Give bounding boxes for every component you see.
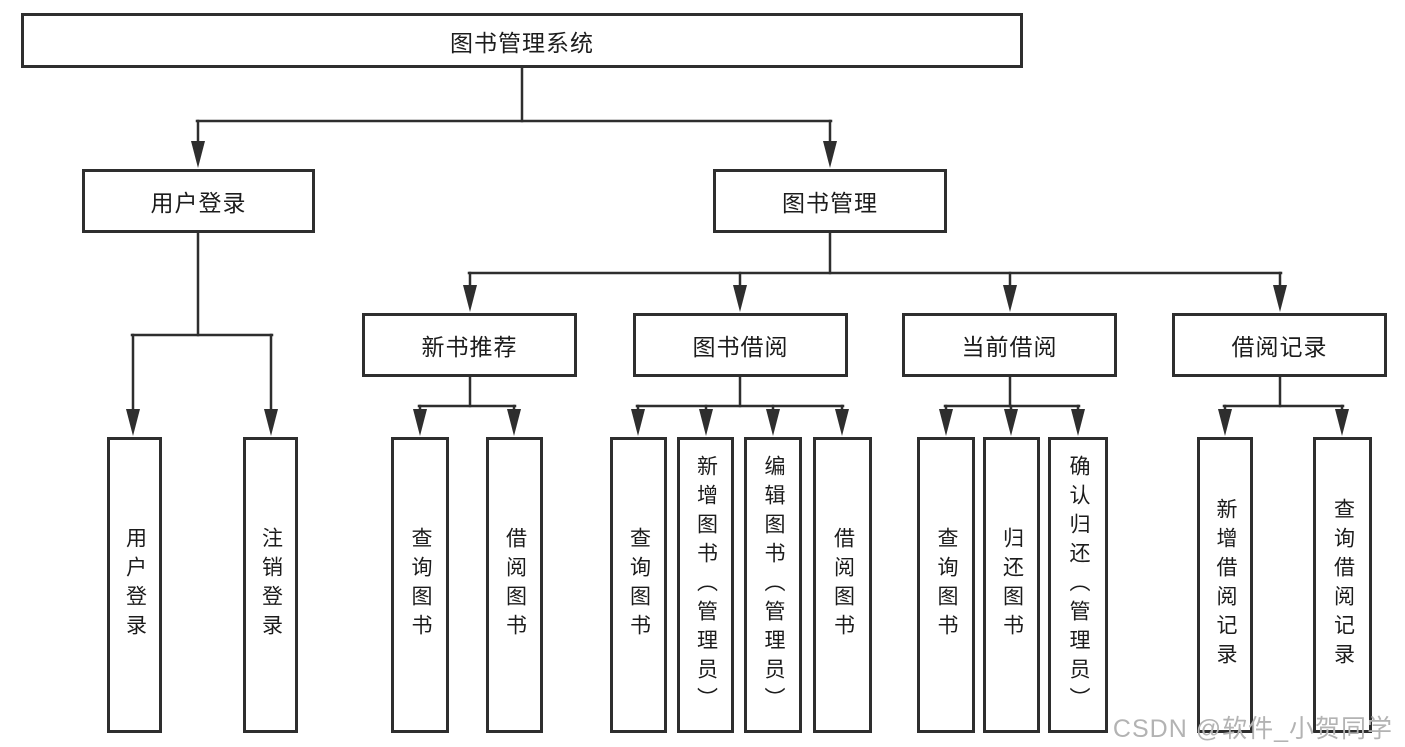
leaf-confirm-return-admin-label: 确认归还（管理员） [1067, 454, 1090, 716]
level3-box-borrow-record: 借阅记录 [1172, 313, 1387, 377]
leaf-add-book-admin: 新增图书（管理员） [677, 437, 734, 733]
leaf-edit-book-admin-label: 编辑图书（管理员） [762, 454, 785, 716]
connector-user-login-to-leaves [126, 231, 278, 436]
leaf-edit-book-admin: 编辑图书（管理员） [744, 437, 802, 733]
csdn-watermark: CSDN @软件_小贺同学 [1112, 715, 1393, 743]
leaf-query-book-current: 查询图书 [917, 437, 975, 733]
leaf-query-book-current-label: 查询图书 [935, 527, 958, 643]
level3-box-current-borrowing: 当前借阅 [902, 313, 1117, 377]
connector-current-borrowing-to-leaves [939, 375, 1085, 436]
leaf-borrow-book-borrowing-label: 借阅图书 [831, 527, 855, 643]
connector-root-to-level2 [191, 66, 837, 168]
leaf-return-book-label: 归还图书 [1000, 527, 1024, 643]
level2-box-book-management: 图书管理 [713, 169, 947, 233]
leaf-user-login: 用户登录 [107, 437, 162, 733]
connector-new-book-to-leaves [413, 375, 521, 436]
leaf-logout: 注销登录 [243, 437, 298, 733]
connector-borrow-record-to-leaves [1218, 375, 1349, 436]
leaf-add-book-admin-label: 新增图书（管理员） [694, 454, 718, 716]
leaf-return-book: 归还图书 [983, 437, 1040, 733]
level2-box-user-login: 用户登录 [82, 169, 315, 233]
leaf-logout-label: 注销登录 [259, 527, 283, 643]
connector-book-borrowing-to-leaves [631, 375, 849, 436]
leaf-user-login-label: 用户登录 [123, 527, 147, 643]
root-box-system: 图书管理系统 [21, 13, 1023, 68]
leaf-borrow-book-recommend: 借阅图书 [486, 437, 543, 733]
leaf-add-borrow-record: 新增借阅记录 [1197, 437, 1253, 733]
leaf-query-book-borrowing: 查询图书 [610, 437, 667, 733]
connector-book-management-to-level3 [463, 231, 1287, 312]
leaf-query-borrow-record-label: 查询借阅记录 [1331, 498, 1355, 672]
leaf-borrow-book-recommend-label: 借阅图书 [503, 527, 527, 643]
level3-box-book-borrowing: 图书借阅 [633, 313, 848, 377]
leaf-add-borrow-record-label: 新增借阅记录 [1214, 498, 1237, 672]
leaf-query-book-recommend-label: 查询图书 [409, 527, 432, 643]
leaf-confirm-return-admin: 确认归还（管理员） [1048, 437, 1108, 733]
leaf-borrow-book-borrowing: 借阅图书 [813, 437, 872, 733]
level3-box-new-book-recommend: 新书推荐 [362, 313, 577, 377]
leaf-query-borrow-record: 查询借阅记录 [1313, 437, 1372, 733]
leaf-query-book-borrowing-label: 查询图书 [627, 527, 651, 643]
leaf-query-book-recommend: 查询图书 [391, 437, 449, 733]
